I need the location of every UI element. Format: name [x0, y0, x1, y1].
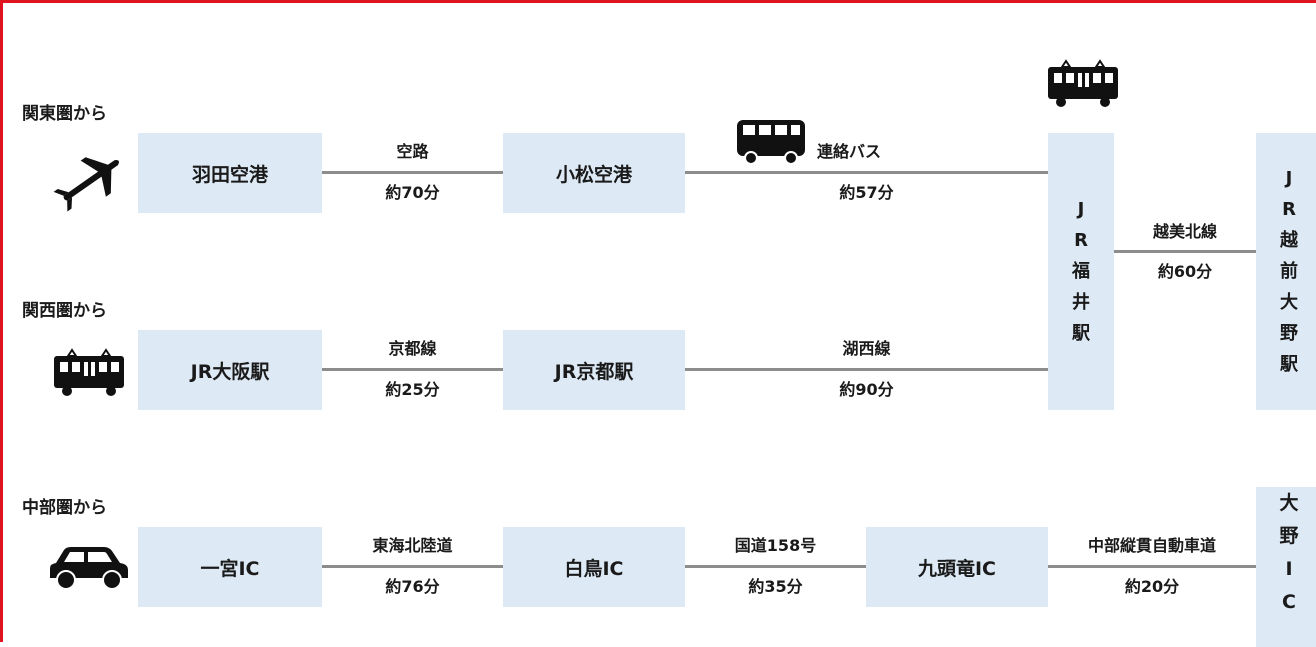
station-ono-char: 大	[1280, 292, 1298, 313]
station-fukui-char: 福	[1072, 261, 1090, 282]
region-kansai-label: 関西圏から	[22, 301, 107, 321]
ic-ichinomiya: 一宮IC	[138, 527, 322, 607]
ic-kuzuryu: 九頭竜IC	[866, 527, 1048, 607]
route-time-kansai-1: 約25分	[385, 380, 440, 399]
station-ono-char: 越	[1280, 230, 1298, 251]
connector-echizen	[1114, 250, 1256, 253]
ic-ono: 大 野 I C	[1256, 487, 1316, 647]
route-name-chubu-3: 中部縦貫自動車道	[1087, 536, 1216, 555]
route-time-chubu-1: 約76分	[385, 577, 440, 596]
connector-chubu-2	[685, 565, 866, 568]
route-time-kanto-1: 約70分	[385, 183, 440, 202]
station-fukui: J R 福 井 駅	[1048, 133, 1114, 410]
connector-kanto-2	[685, 171, 1048, 174]
station-ono-char: R	[1282, 199, 1296, 220]
station-ono-char: 駅	[1280, 354, 1298, 375]
route-name-kansai-2: 湖西線	[842, 339, 891, 358]
route-name-kanto-1: 空路	[396, 142, 429, 161]
route-name-chubu-2: 国道158号	[734, 536, 817, 555]
route-time-chubu-2: 約35分	[748, 577, 803, 596]
route-time-kanto-2: 約57分	[839, 183, 894, 202]
station-haneda: 羽田空港	[138, 133, 322, 213]
train-icon-kansai	[54, 348, 124, 396]
station-ono-char: 前	[1280, 261, 1298, 282]
station-osaka: JR大阪駅	[138, 330, 322, 410]
route-name-kansai-1: 京都線	[388, 339, 437, 358]
region-chubu-label: 中部圏から	[22, 498, 107, 518]
route-time-kansai-2: 約90分	[839, 380, 894, 399]
airplane-icon	[53, 157, 119, 212]
car-icon	[50, 547, 128, 590]
ic-ono-char: 大	[1279, 492, 1299, 514]
station-fukui-char: 井	[1072, 292, 1090, 313]
region-kanto-label: 関東圏から	[22, 104, 107, 124]
connector-kansai-1	[322, 368, 503, 371]
station-fukui-char: R	[1074, 230, 1088, 251]
station-komatsu: 小松空港	[503, 133, 685, 213]
connector-chubu-1	[322, 565, 503, 568]
route-name-echizen: 越美北線	[1152, 222, 1217, 241]
station-kyoto: JR京都駅	[503, 330, 685, 410]
route-time-echizen: 約60分	[1157, 262, 1213, 281]
connector-kanto-1	[322, 171, 503, 174]
train-icon-fukui	[1048, 59, 1118, 107]
route-name-kanto-2: 連絡バス	[817, 142, 882, 161]
station-fukui-char: J	[1077, 199, 1085, 220]
ic-ono-char: I	[1285, 558, 1293, 580]
connector-chubu-3	[1048, 565, 1256, 568]
connector-kansai-2	[685, 368, 1048, 371]
station-ono-char: 野	[1280, 323, 1298, 344]
station-echizen-ono: J R 越 前 大 野 駅	[1256, 133, 1316, 410]
ic-ono-char: 野	[1279, 525, 1299, 547]
station-ono-char: J	[1285, 168, 1293, 189]
ic-ono-char: C	[1282, 591, 1296, 613]
bus-icon	[737, 120, 805, 165]
station-fukui-char: 駅	[1072, 323, 1090, 344]
route-time-chubu-3: 約20分	[1124, 577, 1180, 596]
ic-shirotori: 白鳥IC	[503, 527, 685, 607]
route-name-chubu-1: 東海北陸道	[372, 536, 453, 555]
